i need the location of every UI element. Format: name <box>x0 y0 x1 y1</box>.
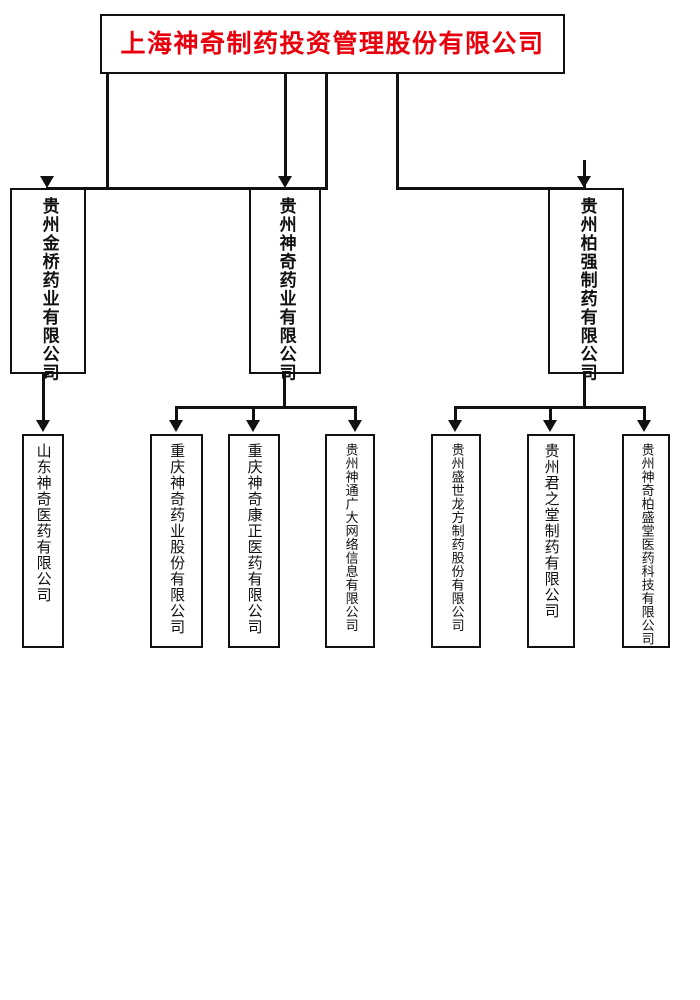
arrowhead-node2-child-a <box>169 420 183 432</box>
connector-node3-drop-b <box>549 406 552 424</box>
arrowhead-node3-child-a <box>448 420 462 432</box>
org-node-level3-shentong-guangda-label: 贵州神通广大网络信息有限公司 <box>342 443 358 632</box>
org-node-level3-chongqing-shenqi: 重庆神奇药业股份有限公司 <box>150 434 203 648</box>
connector-node3-stem <box>583 374 586 408</box>
connector-root-left-bus <box>106 187 328 190</box>
org-node-root: 上海神奇制药投资管理股份有限公司 <box>100 14 565 74</box>
org-node-level3-baishengtang: 贵州神奇柏盛堂医药科技有限公司 <box>622 434 670 648</box>
org-node-level2-jinqiao-label: 贵州金桥药业有限公司 <box>38 197 59 382</box>
connector-node2-drop-c <box>354 406 357 424</box>
connector-root-right-stem <box>396 74 399 190</box>
org-node-level3-junzhitang: 贵州君之堂制药有限公司 <box>527 434 575 648</box>
arrowhead-node2-child-b <box>246 420 260 432</box>
org-node-level3-chongqing-kangzheng: 重庆神奇康正医药有限公司 <box>228 434 280 648</box>
arrowhead-to-node2 <box>278 176 292 188</box>
org-node-level3-chongqing-shenqi-label: 重庆神奇药业股份有限公司 <box>168 443 187 635</box>
org-node-level3-junzhitang-label: 贵州君之堂制药有限公司 <box>542 443 561 619</box>
connector-root-left-stem <box>106 74 109 190</box>
connector-root-center-stem <box>284 74 287 180</box>
arrowhead-node3-child-b <box>543 420 557 432</box>
org-node-level3-shengshi-longfang-label: 贵州盛世龙方制药股份有限公司 <box>448 443 464 632</box>
org-node-level3-shandong-shenqi: 山东神奇医药有限公司 <box>22 434 64 648</box>
connector-node2-bus <box>175 406 357 409</box>
org-node-level2-shenqi: 贵州神奇药业有限公司 <box>249 188 321 382</box>
org-node-level3-chongqing-kangzheng-label: 重庆神奇康正医药有限公司 <box>245 443 264 635</box>
org-node-level2-baiqiang: 贵州柏强制药有限公司 <box>548 188 624 382</box>
org-node-root-label: 上海神奇制药投资管理股份有限公司 <box>120 29 545 59</box>
connector-node1-to-child <box>42 374 45 422</box>
connector-node2-drop-a <box>175 406 178 424</box>
connector-root-left-bus-riser <box>325 74 328 190</box>
connector-node3-drop-c <box>643 406 646 424</box>
connector-node2-stem <box>283 374 286 408</box>
connector-node3-drop-a <box>454 406 457 424</box>
arrowhead-to-node3 <box>577 176 591 188</box>
arrowhead-to-node1 <box>40 176 54 188</box>
org-node-level3-shandong-shenqi-label: 山东神奇医药有限公司 <box>34 443 53 603</box>
arrowhead-node3-child-c <box>637 420 651 432</box>
connector-node2-drop-b <box>252 406 255 424</box>
org-node-level3-shentong-guangda: 贵州神通广大网络信息有限公司 <box>325 434 375 648</box>
org-node-level2-shenqi-label: 贵州神奇药业有限公司 <box>275 197 296 382</box>
arrowhead-node1-child <box>36 420 50 432</box>
arrowhead-node2-child-c <box>348 420 362 432</box>
org-node-level3-shengshi-longfang: 贵州盛世龙方制药股份有限公司 <box>431 434 481 648</box>
org-node-level3-baishengtang-label: 贵州神奇柏盛堂医药科技有限公司 <box>638 443 654 646</box>
connector-root-to-node3 <box>583 160 586 188</box>
org-node-level2-baiqiang-label: 贵州柏强制药有限公司 <box>576 197 597 382</box>
connector-root-right-bus <box>396 187 586 190</box>
org-node-level2-jinqiao: 贵州金桥药业有限公司 <box>10 188 86 382</box>
